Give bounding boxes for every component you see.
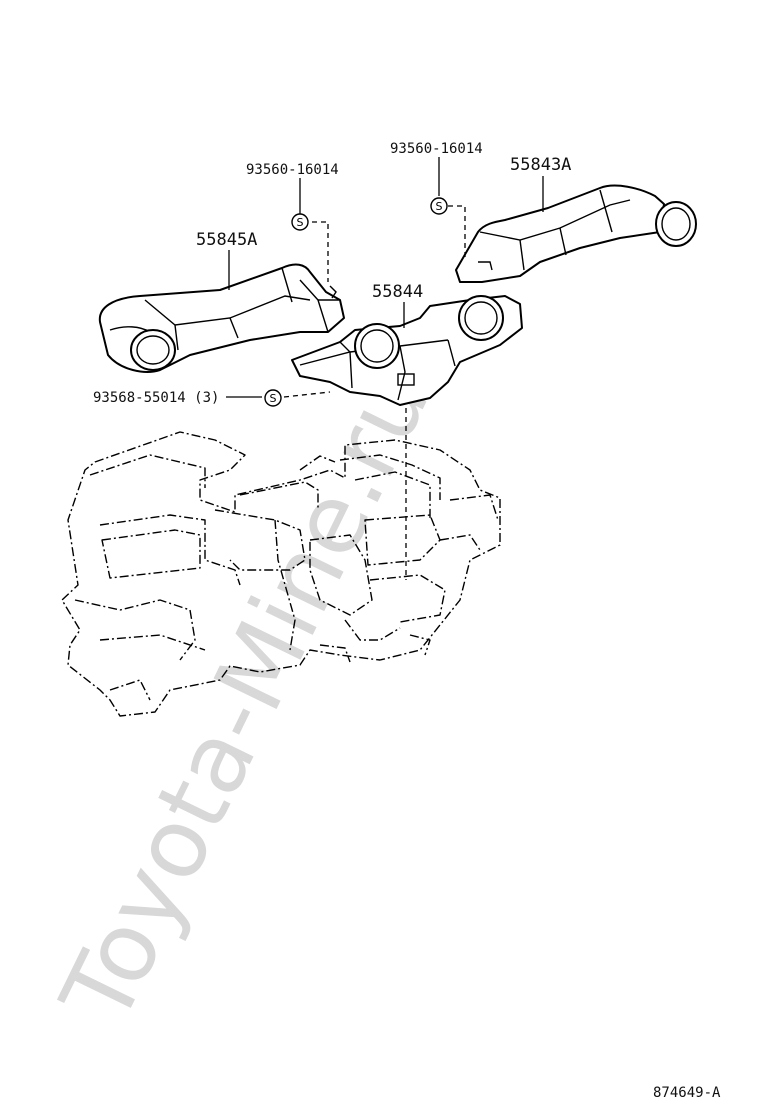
label-duct-55845a: 55845A: [196, 230, 257, 250]
duct-55845a: [98, 263, 345, 373]
label-clip-right: 93560-16014: [390, 141, 483, 157]
svg-text:S: S: [436, 200, 443, 213]
label-clip-left: 93560-16014: [246, 162, 339, 178]
heater-unit-outline: [61, 431, 501, 717]
duct-55844: [291, 295, 523, 406]
leader-lines: [226, 157, 544, 580]
label-duct-55844: 55844: [372, 282, 423, 302]
watermark: Toyota-Mine.ru: [40, 355, 451, 1041]
label-duct-55843a: 55843A: [510, 155, 571, 175]
figure-id: 874649-A: [653, 1085, 721, 1101]
s-symbol-clip-right: S: [430, 197, 448, 215]
duct-55843a: [455, 184, 697, 283]
s-symbol-screw: S: [264, 389, 282, 407]
svg-text:S: S: [270, 392, 277, 405]
s-symbol-clip-left: S: [291, 213, 309, 231]
label-screw: 93568-55014 (3): [93, 390, 219, 406]
svg-text:S: S: [297, 216, 304, 229]
watermark-text: Toyota-Mine.ru: [40, 355, 451, 1041]
